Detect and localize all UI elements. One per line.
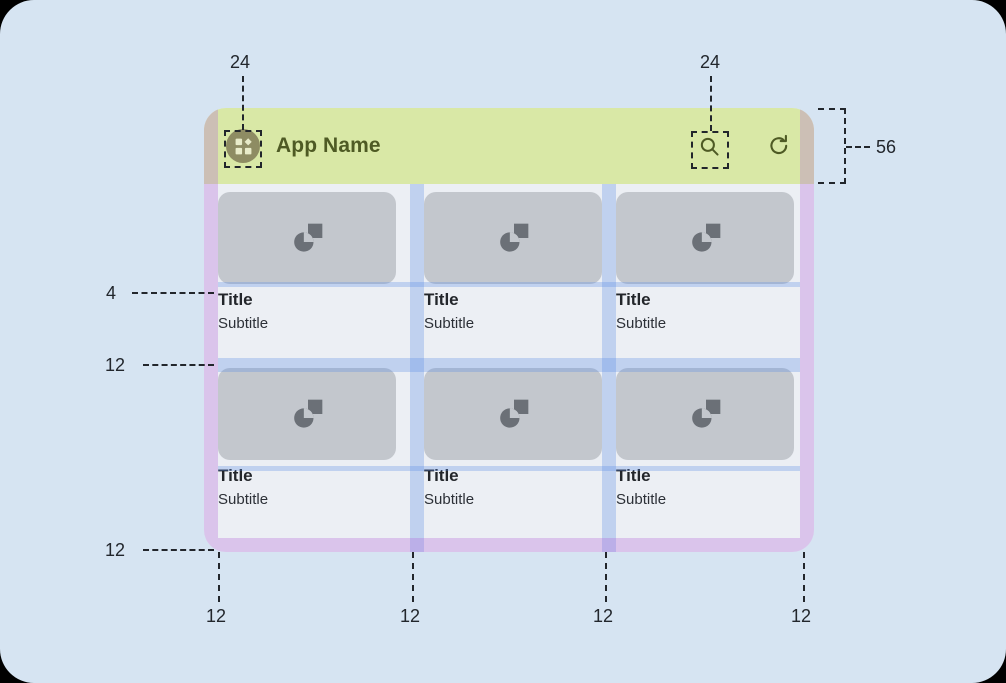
card-media <box>424 192 602 284</box>
leader-line-column-2 <box>412 552 414 602</box>
card-media <box>616 368 794 460</box>
leader-line-bottom-margin <box>143 549 214 551</box>
annotation-search-touch-target: 24 <box>700 52 721 72</box>
card-media <box>616 192 794 284</box>
app-bar: App Name <box>204 108 814 184</box>
card-media <box>424 368 602 460</box>
image-placeholder-icon <box>294 399 323 428</box>
annotation-column-2: 12 <box>400 606 421 626</box>
annotation-column-4: 12 <box>791 606 812 626</box>
leader-line-column-3 <box>605 552 607 602</box>
app-bar-title: App Name <box>276 134 381 157</box>
leader-line-row-gap <box>143 364 214 366</box>
card-subtitle: Subtitle <box>218 491 269 508</box>
leader-line-media-text-gap <box>132 292 214 294</box>
image-placeholder-icon <box>692 399 721 428</box>
annotation-logo-touch-target: 24 <box>230 52 251 72</box>
annotation-bottom-margin: 12 <box>105 540 126 560</box>
card-title: Title <box>218 290 253 309</box>
search-icon <box>700 137 719 156</box>
annotation-column-1: 12 <box>206 606 227 626</box>
annotation-appbar-height: 56 <box>876 137 897 157</box>
card-subtitle: Subtitle <box>616 315 667 332</box>
leader-line-search <box>710 76 712 131</box>
card-title: Title <box>424 466 459 485</box>
search-button[interactable] <box>694 131 724 161</box>
card-media <box>218 192 396 284</box>
leader-line-column-4 <box>803 552 805 602</box>
bracket-appbar-height <box>818 108 846 184</box>
card-subtitle: Subtitle <box>218 315 269 332</box>
card-subtitle: Subtitle <box>424 491 475 508</box>
annotation-column-3: 12 <box>593 606 614 626</box>
card-title: Title <box>218 466 253 485</box>
app-logo[interactable] <box>226 129 260 163</box>
card-title: Title <box>616 290 651 309</box>
image-placeholder-icon <box>500 223 529 252</box>
leader-line-appbar-height <box>846 146 870 148</box>
image-placeholder-icon <box>500 399 529 428</box>
image-placeholder-icon <box>294 223 323 252</box>
card-subtitle: Subtitle <box>616 491 667 508</box>
touch-target-box-logo <box>224 130 262 168</box>
leader-line-logo <box>242 76 244 130</box>
card-title: Title <box>424 290 459 309</box>
refresh-icon <box>770 134 788 155</box>
leader-line-column-1 <box>218 552 220 602</box>
card-title: Title <box>616 466 651 485</box>
dashboard-icon <box>235 137 252 154</box>
refresh-button[interactable] <box>764 131 794 161</box>
image-placeholder-icon <box>692 223 721 252</box>
touch-target-box-search <box>691 131 729 169</box>
annotation-row-gap: 12 <box>105 355 126 375</box>
annotation-media-text-gap: 4 <box>106 283 117 303</box>
card-subtitle: Subtitle <box>424 315 475 332</box>
card-media <box>218 368 396 460</box>
